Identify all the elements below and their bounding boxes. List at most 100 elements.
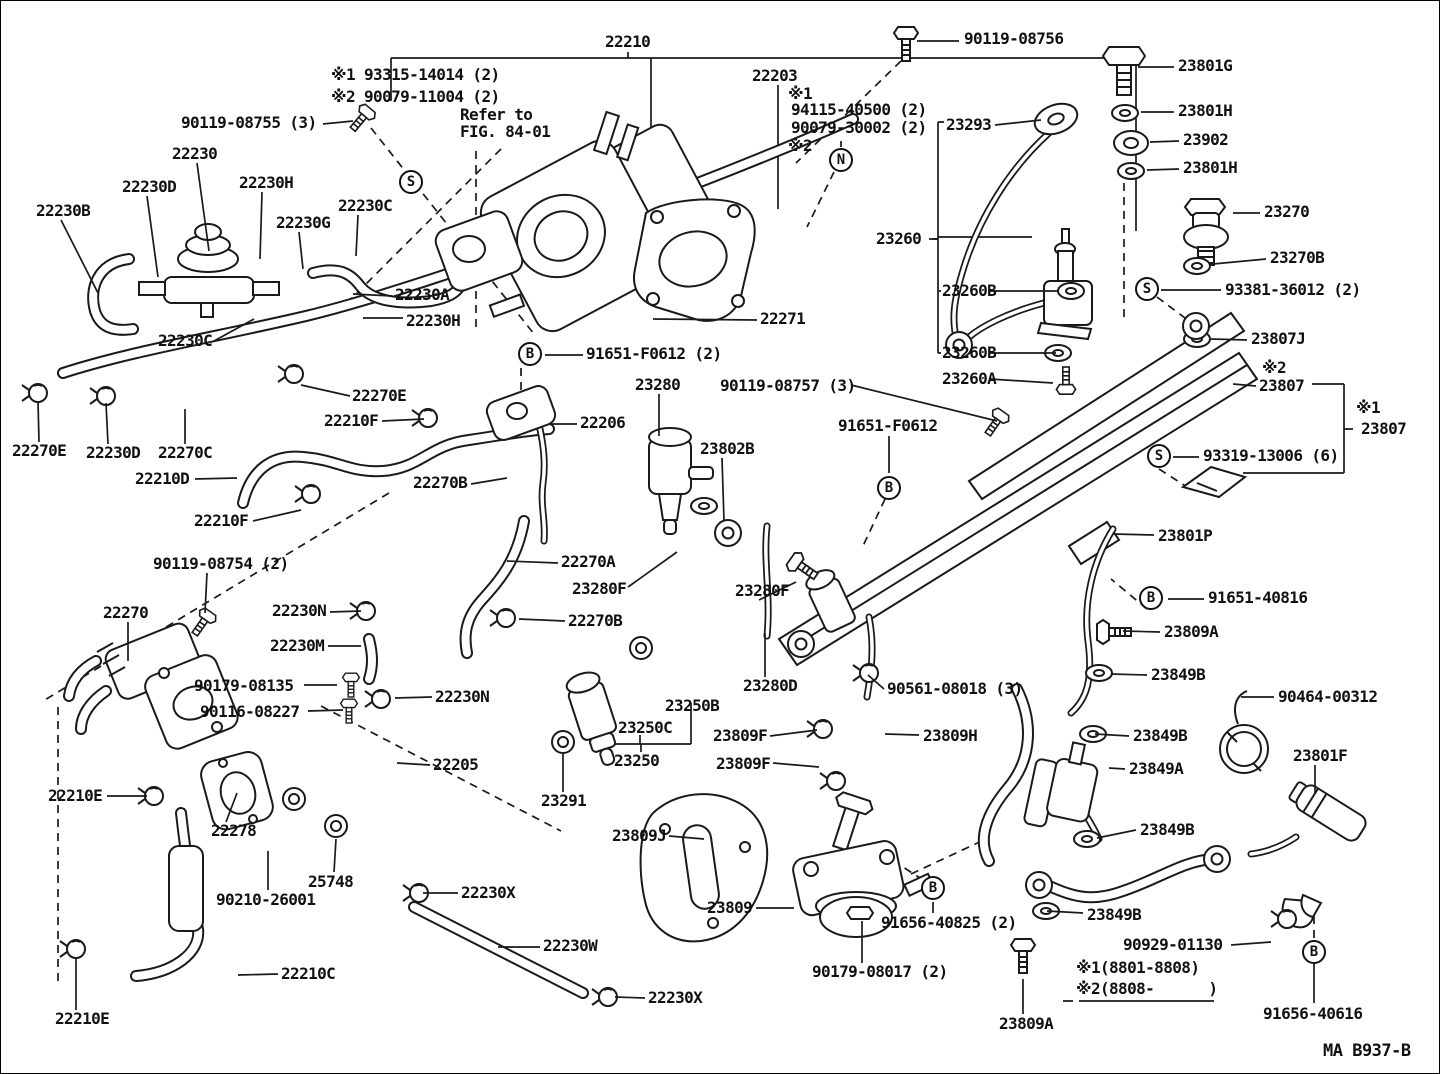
callout-symbol-B: B xyxy=(1302,940,1326,964)
part-label: 23250C xyxy=(618,718,673,737)
part-label: 90119-08754 (2) xyxy=(153,554,289,573)
part-label: 90116-08227 xyxy=(200,702,300,721)
part-label: 90179-08135 xyxy=(194,676,294,695)
part-label: 22270A xyxy=(561,552,616,571)
leader-line xyxy=(396,762,431,766)
part-label: 22230A xyxy=(395,285,450,304)
part-label: 23291 xyxy=(541,791,587,810)
leader-line xyxy=(506,560,559,564)
part-label: 23809J xyxy=(612,826,667,845)
part-label: 22210E xyxy=(55,1009,110,1028)
part-label: 90119-08756 xyxy=(964,29,1064,48)
leader-line xyxy=(333,838,337,873)
part-label: 90561-08018 (3) xyxy=(887,679,1023,698)
part-label: 91656-40616 xyxy=(1263,1004,1363,1023)
leader-line xyxy=(772,762,820,768)
callout-symbol-B: B xyxy=(877,476,901,500)
part-label: Refer to xyxy=(460,105,533,124)
leader-line xyxy=(721,457,725,522)
leader-line xyxy=(470,477,508,485)
part-label: 22230B xyxy=(36,201,91,220)
part-label: 22210D xyxy=(135,469,190,488)
part-label: 23801H xyxy=(1178,101,1233,120)
part-label: 23280D xyxy=(743,676,798,695)
part-label: 22270C xyxy=(158,443,213,462)
part-label: 91656-40825 (2) xyxy=(881,913,1017,932)
part-label: 22270E xyxy=(352,386,407,405)
figure-code: MA B937-B xyxy=(1323,1041,1411,1061)
injectors xyxy=(485,385,856,766)
leader-line xyxy=(204,572,208,614)
part-label: 23809A xyxy=(999,1014,1054,1033)
part-label: 22210F xyxy=(324,411,379,430)
part-label: 23801H xyxy=(1183,158,1238,177)
part-label: 23849A xyxy=(1129,759,1184,778)
callout-symbol-S: S xyxy=(1135,277,1159,301)
part-label: 22270B xyxy=(413,473,468,492)
part-label: 23849B xyxy=(1140,820,1195,839)
part-label: 22203 xyxy=(752,66,798,85)
part-label: 23809 xyxy=(707,898,753,917)
hoses xyxy=(57,113,1219,999)
part-label: 23801P xyxy=(1158,526,1213,545)
part-label: 23280 xyxy=(635,375,681,394)
part-label: 22230N xyxy=(272,601,327,620)
part-label: 22210E xyxy=(48,786,103,805)
part-label: 22230 xyxy=(172,144,218,163)
leader-line xyxy=(1149,140,1180,143)
leader-line xyxy=(355,214,359,257)
leader-line xyxy=(1146,168,1180,171)
part-label: 23801F xyxy=(1293,746,1348,765)
leader-line xyxy=(225,792,238,823)
part-label: ※2 90079-11004 (2) xyxy=(331,87,500,106)
part-label: 22230D xyxy=(122,177,177,196)
leader-line xyxy=(237,973,279,976)
leader-line xyxy=(1230,941,1272,946)
leader-line xyxy=(867,674,885,690)
part-label: 22270B xyxy=(568,611,623,630)
leader-line xyxy=(213,318,255,342)
part-label: 22230X xyxy=(648,988,703,1007)
part-label: 23280F xyxy=(735,581,790,600)
leader-line xyxy=(850,384,998,422)
callout-symbol-N: N xyxy=(829,148,853,172)
part-label: 22230C xyxy=(338,196,393,215)
callout-symbol-B: B xyxy=(1139,586,1163,610)
leader-line xyxy=(1210,338,1248,341)
part-label: 93319-13006 (6) xyxy=(1203,446,1339,465)
part-label: 22271 xyxy=(760,309,806,328)
leader-line xyxy=(381,418,425,422)
part-label: 22230D xyxy=(86,443,141,462)
leader-line xyxy=(146,195,159,278)
part-label: 94115-40500 (2) xyxy=(791,100,927,119)
part-label: 90079-30002 (2) xyxy=(791,118,927,137)
part-label: 91651-F0612 xyxy=(838,416,938,435)
fuel-rail xyxy=(777,311,1259,667)
part-label: 22210F xyxy=(194,511,249,530)
metal-pipes xyxy=(529,129,1300,858)
part-label: 91651-40816 xyxy=(1208,588,1308,607)
leader-line xyxy=(1096,829,1137,839)
valve-22270 xyxy=(96,622,274,831)
callout-symbol-B: B xyxy=(921,876,945,900)
vsv-23260 xyxy=(1033,102,1093,341)
part-label: 22230M xyxy=(270,636,325,655)
part-label: ※1(8801-8808) xyxy=(1076,958,1200,977)
part-label: 23807 xyxy=(1259,376,1305,395)
leader-line xyxy=(652,318,758,321)
part-label: 22230H xyxy=(406,311,461,330)
part-label: 25748 xyxy=(308,872,354,891)
part-label: 23849B xyxy=(1151,665,1206,684)
part-label: 23849B xyxy=(1087,905,1142,924)
part-label: 22230N xyxy=(435,687,490,706)
part-label: ※2 xyxy=(1262,358,1287,377)
leader-line xyxy=(518,618,566,622)
part-label: 23809H xyxy=(923,726,978,745)
part-label: 23260A xyxy=(942,369,997,388)
leader-line xyxy=(994,119,1042,126)
valve-22230 xyxy=(138,223,280,318)
part-label: 22210 xyxy=(605,32,651,51)
leader-line xyxy=(300,384,351,397)
leader-line xyxy=(259,191,263,260)
